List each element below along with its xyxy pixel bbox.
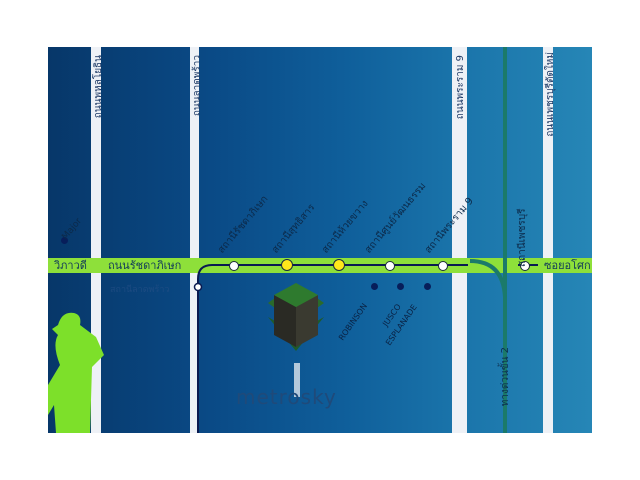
road-ladprao (190, 47, 199, 433)
building-icon (268, 283, 324, 351)
station-label: สถานีเพชรบุรี (517, 208, 528, 268)
station-marker[interactable] (281, 259, 293, 271)
station-marker[interactable] (385, 261, 395, 271)
expressway-label: ทางด่วนขั้น 2 (500, 347, 511, 407)
map: ถนนพหลโยธิน ถนนลาดพร้าว ถนนพระราม 9 ถนนเ… (48, 47, 592, 433)
road-label-asok: ซอยอโศก (544, 259, 591, 272)
road-rama9 (452, 47, 467, 433)
person-silhouette-icon (48, 312, 104, 433)
expressway-line (503, 47, 507, 433)
station-marker[interactable] (333, 259, 345, 271)
esplanade-dot (424, 283, 431, 290)
logo-tower (294, 363, 300, 397)
expressway-ramp (469, 259, 507, 298)
road-phetchaburi (543, 47, 553, 433)
transit-lines (193, 47, 538, 433)
station-marker[interactable] (520, 261, 530, 271)
jusco-dot (397, 283, 404, 290)
robinson-dot (371, 283, 378, 290)
station-ladprao-label: สถานีลาดพร้าว (110, 285, 170, 295)
road-label-ratchada: ถนนรัชดาภิเษก (108, 259, 182, 272)
road-phahonyothin (91, 47, 101, 433)
metrosky-logo: metrosky (236, 385, 337, 409)
station-ladprao-marker (193, 282, 203, 292)
major-dot (61, 237, 68, 244)
mrt-line (197, 264, 468, 433)
station-marker[interactable] (438, 261, 448, 271)
road-label-vibhavadi: วิภาวดี (54, 259, 87, 272)
station-marker[interactable] (229, 261, 239, 271)
